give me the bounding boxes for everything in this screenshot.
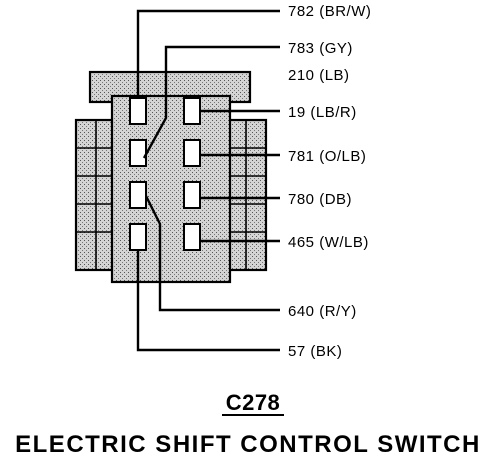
wire-label-210: 210 (LB) — [288, 67, 350, 84]
terminal-right-1 — [183, 97, 201, 125]
wire-label-780: 780 (DB) — [288, 191, 352, 208]
wire-label-781: 781 (O/LB) — [288, 148, 366, 165]
wire-label-640: 640 (R/Y) — [288, 303, 357, 320]
wire-label-782: 782 (BR/W) — [288, 3, 371, 20]
terminal-right-3 — [183, 181, 201, 209]
circuit-labels: 782 (BR/W) 783 (GY) 210 (LB) 19 (LB/R) 7… — [288, 3, 371, 360]
terminal-cavities — [129, 97, 201, 251]
terminal-left-1 — [129, 97, 147, 125]
wire-57 — [136, 250, 280, 352]
wire-label-57: 57 (BK) — [288, 343, 342, 360]
wire-640 — [144, 195, 280, 312]
wires — [136, 9, 280, 352]
wire-782 — [136, 9, 280, 98]
diagram-caption: ELECTRIC SHIFT CONTROL SWITCH — [15, 431, 481, 458]
wire-783 — [142, 45, 280, 159]
connector-id: C278 — [226, 390, 281, 415]
wire-label-465: 465 (W/LB) — [288, 234, 369, 251]
wire-label-19: 19 (LB/R) — [288, 104, 357, 121]
terminal-right-4 — [183, 223, 201, 251]
connector-body — [74, 70, 268, 284]
terminal-left-4 — [129, 223, 147, 251]
terminal-right-2 — [183, 139, 201, 167]
terminal-left-3 — [129, 181, 147, 209]
terminal-left-2 — [129, 139, 147, 167]
wire-label-783: 783 (GY) — [288, 40, 353, 57]
